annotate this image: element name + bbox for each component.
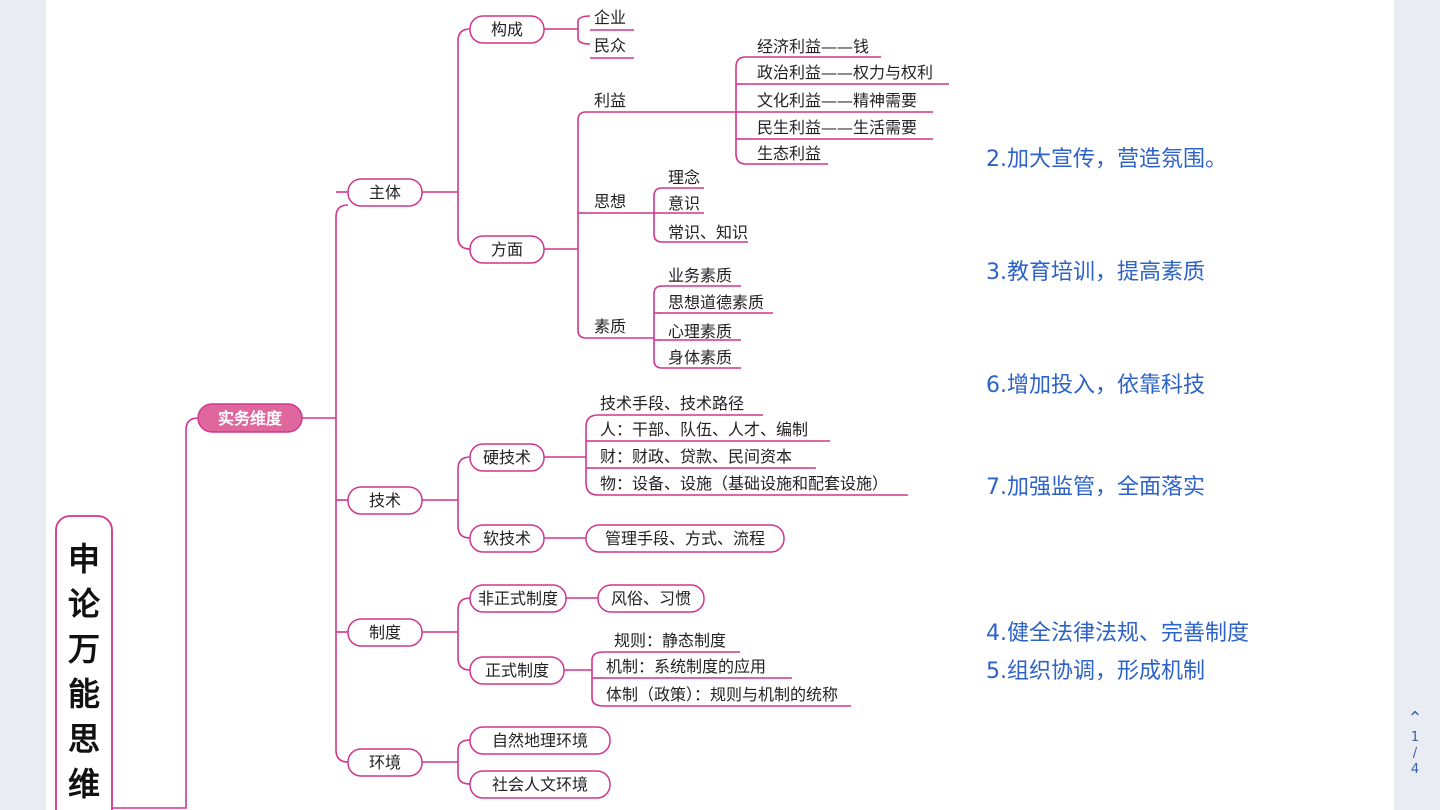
note-6: 6.增加投入，依靠科技 xyxy=(986,373,1205,398)
node-soft-tech xyxy=(469,524,545,553)
node-composition xyxy=(469,15,545,44)
leaf-mental-quality: 心理素质 xyxy=(668,322,732,341)
node-social-env-label: 社会人文环境 xyxy=(492,775,588,794)
note-3: 3.教育培训，提高素质 xyxy=(986,260,1205,285)
note-2: 2.加大宣传，营造氛围。 xyxy=(986,147,1227,172)
node-subject-label: 主体 xyxy=(369,183,401,202)
node-hard-tech-label: 硬技术 xyxy=(483,448,531,467)
node-informal-label: 非正式制度 xyxy=(478,589,558,608)
leaf-knowledge: 常识、知识 xyxy=(668,223,748,242)
leaf-interest: 利益 xyxy=(594,91,626,110)
node-custom-label: 风俗、习惯 xyxy=(611,589,691,608)
node-natural-env-label: 自然地理环境 xyxy=(492,731,588,750)
connector-lines xyxy=(112,15,949,809)
node-informal xyxy=(469,584,567,613)
node-env xyxy=(347,748,423,777)
leaf-institution: 体制（政策）：规则与机制的统称 xyxy=(606,685,838,704)
leaf-cultural: 文化利益——精神需要 xyxy=(757,91,917,110)
leaf-business-quality: 业务素质 xyxy=(668,266,732,285)
leaf-economic: 经济利益——钱 xyxy=(757,37,869,56)
page-current: 1 xyxy=(1410,730,1420,745)
leaf-livelihood: 民生利益——生活需要 xyxy=(757,118,917,137)
leaf-rule: 规则：静态制度 xyxy=(614,631,726,650)
leaf-material: 物：设备、设施（基础设施和配套设施） xyxy=(600,474,888,493)
node-management xyxy=(585,524,785,553)
note-5: 5.组织协调，形成机制 xyxy=(986,659,1205,684)
page-separator: / xyxy=(1412,746,1418,761)
title-text: 申论万能思维 xyxy=(68,540,101,803)
leaf-mechanism: 机制：系统制度的应用 xyxy=(606,657,766,676)
leaf-tech-means: 技术手段、技术路径 xyxy=(600,394,744,413)
branch-node xyxy=(197,403,303,433)
chevron-up-icon[interactable]: ⌃ xyxy=(1407,708,1423,729)
leaf-public: 民众 xyxy=(594,36,626,55)
node-formal xyxy=(469,656,565,685)
node-custom xyxy=(597,584,705,613)
leaf-ecological: 生态利益 xyxy=(757,144,821,163)
leaf-moral-quality: 思想道德素质 xyxy=(668,293,764,312)
node-aspect-label: 方面 xyxy=(491,240,523,259)
node-system-label: 制度 xyxy=(369,623,401,642)
leaf-physical-quality: 身体素质 xyxy=(668,348,732,367)
page-indicator: ⌃ 1 / 4 xyxy=(1400,708,1430,808)
node-management-label: 管理手段、方式、流程 xyxy=(605,529,765,548)
node-tech xyxy=(347,486,423,515)
node-subject xyxy=(347,178,423,207)
node-env-label: 环境 xyxy=(369,753,401,772)
leaf-people: 人：干部、队伍、人才、编制 xyxy=(600,420,808,439)
leaf-thought: 思想 xyxy=(594,192,626,211)
node-hard-tech xyxy=(469,443,545,472)
leaf-political: 政治利益——权力与权利 xyxy=(757,63,933,82)
leaf-enterprise: 企业 xyxy=(594,8,626,27)
note-7: 7.加强监管，全面落实 xyxy=(986,475,1205,500)
leaf-finance: 财：财政、贷款、民间资本 xyxy=(600,447,792,466)
leaf-quality: 素质 xyxy=(594,317,626,336)
page-total: 4 xyxy=(1410,762,1420,777)
node-system xyxy=(347,618,423,647)
node-soft-tech-label: 软技术 xyxy=(483,529,531,548)
node-natural-env xyxy=(469,726,611,755)
document-page: 申论万能思维 实务维度 主体 技术 制度 环境 构成 方面 硬技术 软技术 非正… xyxy=(46,0,1394,810)
note-4: 4.健全法律法规、完善制度 xyxy=(986,621,1249,646)
mind-map: 申论万能思维 实务维度 主体 技术 制度 环境 构成 方面 硬技术 软技术 非正… xyxy=(55,8,1249,810)
node-aspect xyxy=(469,235,545,264)
node-tech-label: 技术 xyxy=(369,491,401,510)
node-social-env xyxy=(469,770,611,799)
title-box xyxy=(55,515,113,810)
leaf-idea: 理念 xyxy=(668,168,700,187)
node-formal-label: 正式制度 xyxy=(485,661,549,680)
node-composition-label: 构成 xyxy=(491,20,523,39)
branch-label: 实务维度 xyxy=(218,409,283,428)
leaf-awareness: 意识 xyxy=(668,194,700,213)
